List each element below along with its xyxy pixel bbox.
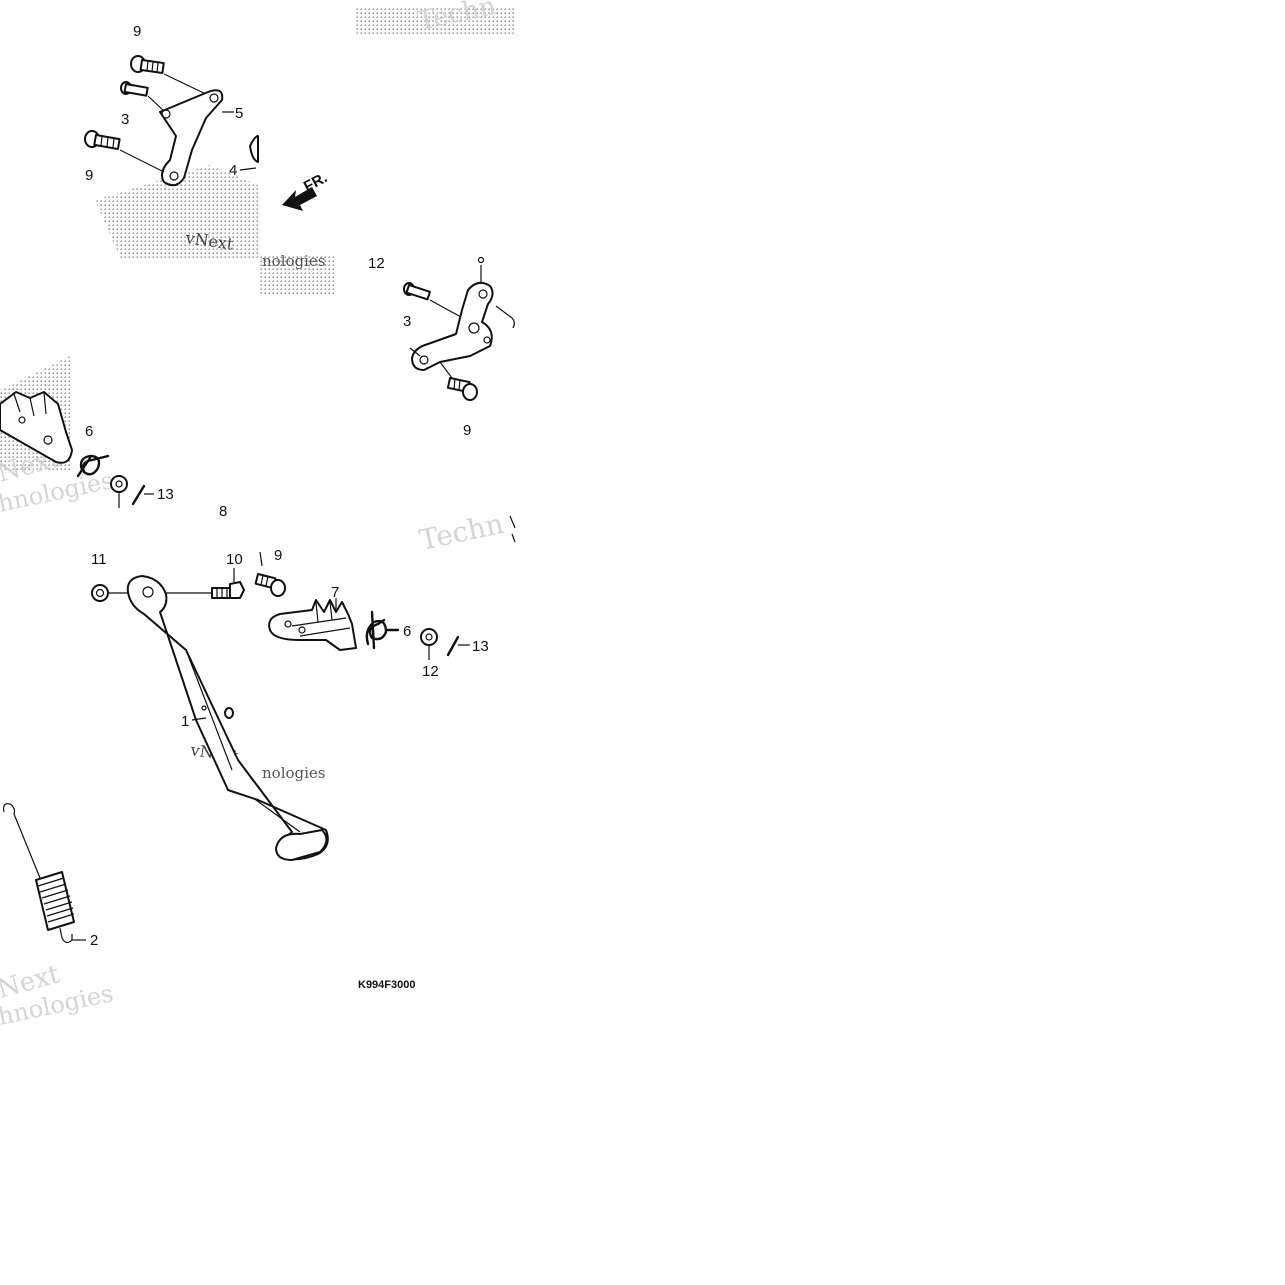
bolt-9-lower [84,130,121,151]
nut-11 [91,584,109,602]
cotter-13-left [131,484,146,506]
footpeg-7-assembly [254,551,470,660]
edge-fragment [509,515,516,543]
watermark-dot-fields [0,8,515,470]
callout-12-footpeg: 12 [422,663,439,680]
callout-11: 11 [91,551,107,568]
callout-13-right: 13 [472,638,489,655]
callout-1: 1 [181,713,189,730]
bolt-9-right [446,377,478,401]
callout-13-left: 13 [157,486,174,503]
bracket-right [411,281,494,371]
pin-3-top [120,81,149,97]
washer-12-left [110,475,128,493]
cotter-13-right [446,635,460,657]
callout-4: 4 [229,162,237,179]
side-stand-assembly [3,568,329,944]
callout-6-right: 6 [403,623,411,640]
callout-5: 5 [235,105,243,122]
callout-3-right: 3 [403,313,411,330]
callout-8: 8 [219,503,227,520]
callout-9-top: 9 [133,23,141,40]
part-code: K994F3000 [358,979,416,991]
front-direction-arrow: FR. [282,169,330,211]
side-stand-1 [126,575,329,861]
callout-3-top: 3 [121,111,129,128]
bracket-5 [159,89,224,187]
spring-2 [3,803,86,944]
callout-7: 7 [331,584,339,601]
wm-tech-mid: Techn [417,507,507,557]
callout-9-right: 9 [463,422,471,439]
front-bracket-assembly [403,256,515,401]
callout-9-lower: 9 [85,167,93,184]
bolt-9-footpeg [254,572,286,597]
wm-nologies-mid: nologies [262,764,326,782]
bolt-9-top [130,55,165,74]
leader-9-top [163,73,211,97]
rear-bracket-assembly [84,55,259,187]
left-footpeg-fragment [0,391,154,508]
spring-6-left [76,454,110,478]
leader-1 [191,717,207,721]
callout-2: 2 [90,932,98,949]
footpeg-7 [268,599,357,651]
wm-nologies-top: nologies [262,252,326,270]
pin-3-right [403,282,431,301]
part-4-partial [249,135,259,163]
callout-labels: 9 3 5 9 4 12 3 9 6 13 8 11 10 9 7 6 13 1… [85,23,489,949]
callout-10: 10 [226,551,243,568]
callout-9-footpeg: 9 [274,547,282,564]
bolt-10 [211,581,245,599]
washer-12-right [420,628,438,646]
spring-6-right [365,610,400,650]
callout-6-left: 6 [85,423,93,440]
callout-12-right: 12 [368,255,385,272]
